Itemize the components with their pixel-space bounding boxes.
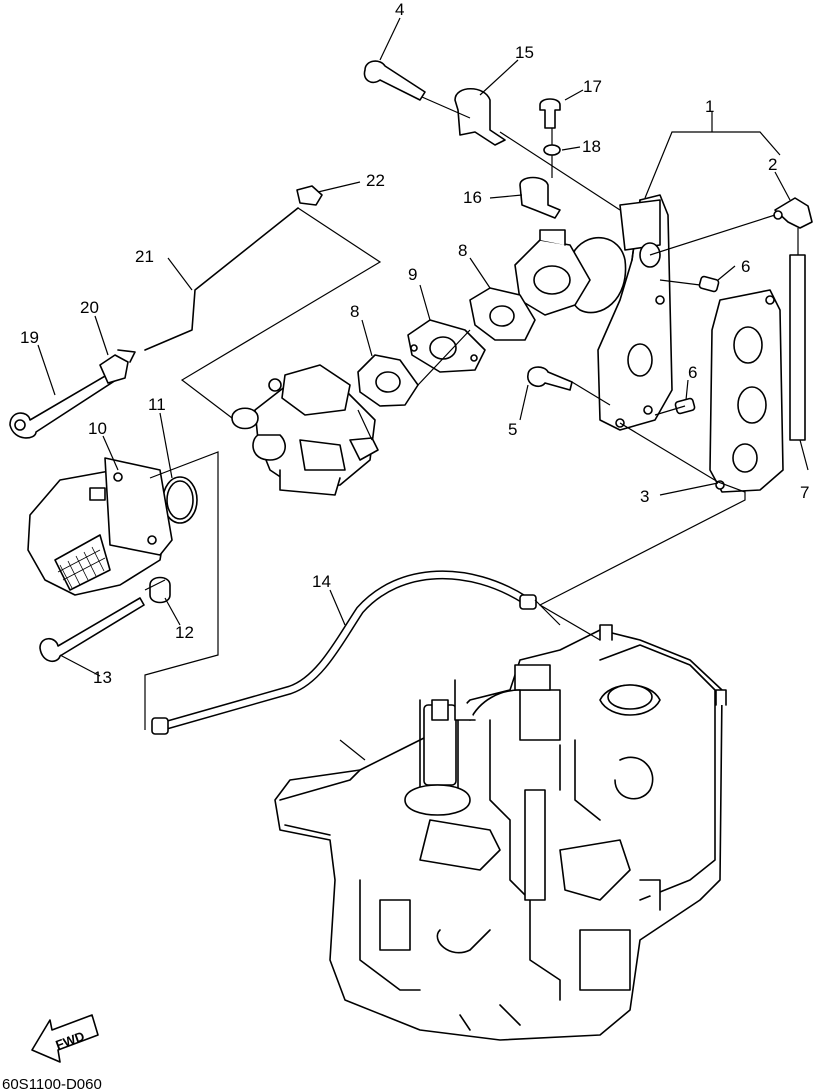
- label-3: 3: [640, 487, 649, 506]
- engine-block: [274, 624, 727, 1041]
- fwd-arrow-icon: FWD: [31, 1014, 99, 1063]
- bolt-5: [527, 366, 573, 391]
- o-ring-11-inner: [166, 480, 194, 520]
- label-20: 20: [80, 298, 99, 317]
- gasket-3: [709, 289, 784, 493]
- label-21: 21: [135, 247, 154, 266]
- washer-18: [543, 144, 561, 156]
- intake-silencer-10: [27, 457, 173, 596]
- gasket-8-lower: [357, 354, 419, 407]
- bolt-13: [39, 597, 145, 663]
- hose-14-inner: [159, 572, 527, 730]
- label-9: 9: [408, 265, 417, 284]
- label-7: 7: [800, 483, 809, 502]
- carburetor: [231, 364, 379, 496]
- part-number-labels: 4 15 17 1 18 2 22 16 8 21 6 9 20 8 19 6 …: [20, 0, 809, 687]
- dowel-pin-6: [698, 275, 720, 293]
- gasket-9: [407, 319, 486, 373]
- guide-lines: [144, 96, 799, 761]
- clamp-15: [454, 87, 506, 146]
- collar-12: [149, 576, 171, 604]
- screw-17: [539, 98, 561, 129]
- carb-joint-spacer: [514, 229, 591, 316]
- label-6-upper: 6: [741, 257, 750, 276]
- hose-end: [519, 594, 537, 610]
- label-22: 22: [366, 171, 385, 190]
- hose-7: [789, 254, 806, 441]
- link-rod-21: [144, 207, 299, 351]
- clip-22: [296, 185, 323, 206]
- label-12: 12: [175, 623, 194, 642]
- bolt-4: [363, 60, 426, 101]
- clip-20: [99, 349, 136, 384]
- label-17: 17: [583, 77, 602, 96]
- label-11: 11: [148, 395, 166, 414]
- label-1: 1: [705, 97, 714, 116]
- label-19: 19: [20, 328, 39, 347]
- leader-lines: [37, 17, 809, 677]
- label-13: 13: [93, 668, 112, 687]
- label-16: 16: [463, 188, 482, 207]
- label-10: 10: [88, 419, 107, 438]
- label-15: 15: [515, 43, 534, 62]
- label-4: 4: [395, 0, 404, 19]
- label-8-upper: 8: [458, 241, 467, 260]
- label-18: 18: [582, 137, 601, 156]
- drawing-code: 60S1100-D060: [2, 1076, 102, 1091]
- label-5: 5: [508, 420, 517, 439]
- label-14: 14: [312, 572, 331, 591]
- intake-manifold-1: [567, 194, 673, 431]
- label-2: 2: [768, 155, 777, 174]
- label-8-lower: 8: [350, 302, 359, 321]
- label-6-lower: 6: [688, 363, 697, 382]
- clamp-16: [519, 176, 561, 219]
- gasket-8-upper: [469, 287, 536, 341]
- joint-2: [773, 197, 813, 229]
- hose-end: [151, 717, 169, 735]
